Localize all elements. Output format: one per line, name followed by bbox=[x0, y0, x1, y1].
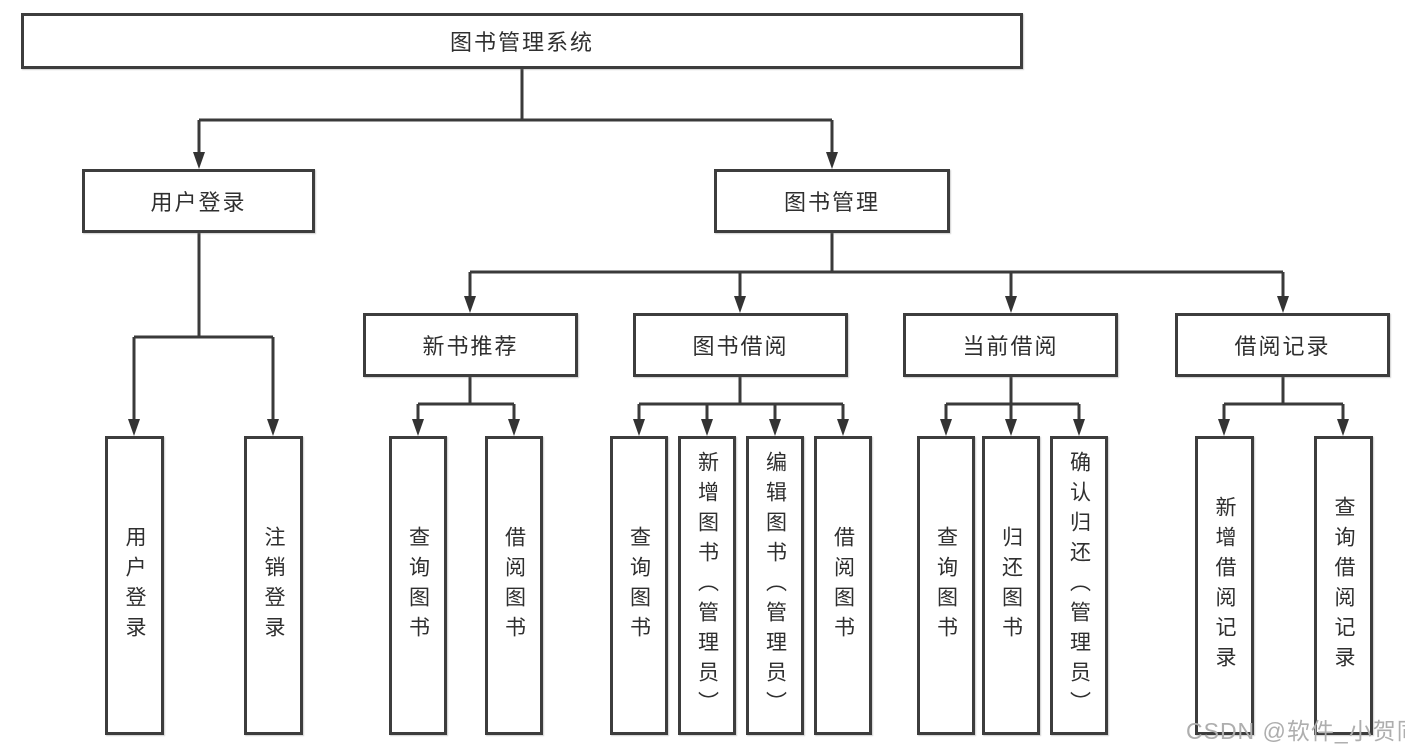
leaf-confirm-return-admin: 确认归还（管理员） bbox=[1050, 436, 1108, 735]
leaf-query-borrow-record: 查询借阅记录 bbox=[1314, 436, 1373, 735]
node-new-book-recommend: 新书推荐 bbox=[363, 313, 578, 377]
leaf-confirm-return-admin-label: 确认归还（管理员） bbox=[1067, 450, 1091, 721]
leaf-add-borrow-record-label: 新增借阅记录 bbox=[1213, 495, 1236, 676]
node-user-login-label: 用户登录 bbox=[150, 190, 247, 215]
leaf-edit-book-admin: 编辑图书（管理员） bbox=[746, 436, 804, 735]
leaf-add-book-admin: 新增图书（管理员） bbox=[678, 436, 736, 735]
node-book-management: 图书管理 bbox=[714, 169, 950, 233]
connector-bookborrow-to-leaves bbox=[633, 377, 849, 436]
leaf-query-book-3-label: 查询图书 bbox=[934, 525, 958, 646]
node-borrow-record-label: 借阅记录 bbox=[1234, 334, 1331, 359]
connector-root-to-level2 bbox=[193, 69, 838, 169]
connector-userlogin-to-leaves bbox=[128, 233, 279, 436]
leaf-borrow-book-1: 借阅图书 bbox=[485, 436, 543, 735]
node-user-login: 用户登录 bbox=[82, 169, 315, 233]
connector-bookmgmt-to-level3 bbox=[464, 233, 1289, 313]
leaf-query-book-2: 查询图书 bbox=[610, 436, 668, 735]
leaf-query-book-1: 查询图书 bbox=[389, 436, 447, 735]
leaf-add-book-admin-label: 新增图书（管理员） bbox=[695, 450, 719, 721]
node-current-borrow-label: 当前借阅 bbox=[962, 334, 1059, 359]
node-root-label: 图书管理系统 bbox=[449, 30, 594, 55]
leaf-edit-book-admin-label: 编辑图书（管理员） bbox=[763, 450, 787, 721]
connector-borrowrecord-to-leaves bbox=[1218, 377, 1349, 436]
leaf-query-book-1-label: 查询图书 bbox=[406, 525, 430, 646]
leaf-return-book-label: 归还图书 bbox=[999, 525, 1023, 646]
leaf-query-book-3: 查询图书 bbox=[917, 436, 975, 735]
node-current-borrow: 当前借阅 bbox=[903, 313, 1118, 377]
node-borrow-record: 借阅记录 bbox=[1175, 313, 1390, 377]
leaf-query-book-2-label: 查询图书 bbox=[627, 525, 651, 646]
node-book-borrow-label: 图书借阅 bbox=[692, 334, 789, 359]
leaf-logout-login: 注销登录 bbox=[244, 436, 303, 735]
leaf-add-borrow-record: 新增借阅记录 bbox=[1195, 436, 1254, 735]
leaf-query-borrow-record-label: 查询借阅记录 bbox=[1332, 495, 1355, 676]
leaf-logout-login-label: 注销登录 bbox=[262, 525, 285, 646]
node-new-book-recommend-label: 新书推荐 bbox=[422, 334, 519, 359]
leaf-return-book: 归还图书 bbox=[982, 436, 1040, 735]
leaf-borrow-book-2-label: 借阅图书 bbox=[831, 525, 855, 646]
leaf-user-login-label: 用户登录 bbox=[123, 525, 146, 646]
node-root-system: 图书管理系统 bbox=[21, 13, 1023, 69]
leaf-user-login: 用户登录 bbox=[105, 436, 164, 735]
node-book-management-label: 图书管理 bbox=[783, 190, 880, 215]
connector-currentborrow-to-leaves bbox=[940, 377, 1085, 436]
connector-newbook-to-leaves bbox=[412, 377, 520, 436]
leaf-borrow-book-1-label: 借阅图书 bbox=[502, 525, 526, 646]
node-book-borrow: 图书借阅 bbox=[633, 313, 848, 377]
csdn-watermark: CSDN @软件_小贺同学 bbox=[1186, 718, 1405, 744]
leaf-borrow-book-2: 借阅图书 bbox=[814, 436, 872, 735]
